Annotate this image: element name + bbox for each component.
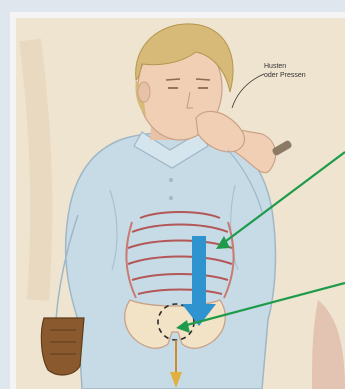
left-hand	[41, 318, 84, 375]
eyebrow	[196, 79, 210, 80]
annotation-label: Husten oder Pressen	[264, 62, 342, 80]
shirt-button	[169, 178, 173, 182]
annotation-line-1: Husten	[264, 62, 342, 71]
eyebrow	[166, 79, 180, 80]
shirt-button	[169, 196, 173, 200]
ear	[138, 82, 150, 102]
annotation-line-2: oder Pressen	[264, 71, 342, 80]
background-shadow	[30, 40, 41, 300]
